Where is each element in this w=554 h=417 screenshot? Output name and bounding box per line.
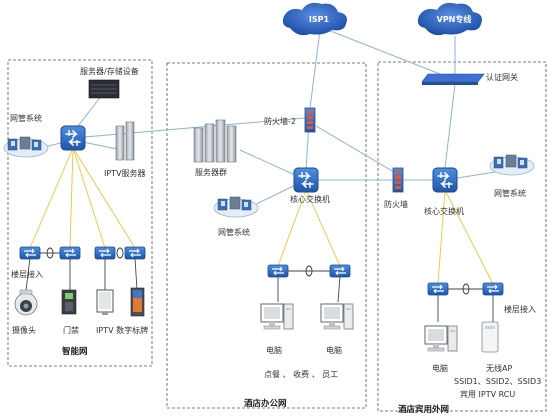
iptv-signage-label: IPTV 数字标牌 <box>96 325 148 335</box>
smart-core-switch-icon <box>60 125 86 151</box>
nms-left-label: 网管系统 <box>10 113 42 123</box>
office-access-switch-1 <box>267 264 289 278</box>
camera-icon <box>14 289 38 316</box>
nms-guest-label: 网管系统 <box>494 188 526 198</box>
nms-office-label: 网管系统 <box>218 227 250 237</box>
guest-core-switch-icon <box>432 167 458 193</box>
smart-access-switch-2 <box>59 246 81 260</box>
guest-access-switch-1 <box>427 282 449 296</box>
firewall-icon <box>392 167 404 193</box>
ssid-line-2: 宾用 IPTV RCU <box>460 389 515 399</box>
storage-device: 服务器/存储设备 <box>80 66 139 99</box>
ssid-line-1: SSID1、SSID2、SSID3 <box>454 377 541 386</box>
firewall-label: 防火墙 <box>384 199 408 209</box>
floor-access-left-label: 楼层接入 <box>11 269 43 279</box>
iptv-server-icon <box>115 121 135 161</box>
zone-smart-border <box>7 59 153 367</box>
guest-core-switch-label: 核心交换机 <box>424 206 464 216</box>
nms-guest-icon <box>489 154 535 176</box>
isp-cloud: ISP1 <box>282 2 347 36</box>
isp-label: ISP1 <box>309 15 330 24</box>
wireless-ap-label: 无线AP <box>486 363 512 373</box>
office-pc-1-label: 电脑 <box>266 345 282 355</box>
smart-access-switch-4 <box>124 246 146 260</box>
zone-guest-label: 酒店宾用外网 <box>398 404 449 415</box>
firewall-2-icon <box>304 107 316 133</box>
office-pc-caption: 点餐 、 收费 、 员工 <box>264 369 338 379</box>
iptv-tv-icon <box>96 289 114 315</box>
door-access-icon <box>61 289 77 315</box>
vpn-label: VPN专线 <box>437 14 472 24</box>
floor-access-right-label: 楼层接入 <box>504 304 536 314</box>
server-group-icon <box>193 119 237 163</box>
guest-access-switch-2 <box>482 282 504 296</box>
office-pc-1-icon <box>260 303 294 330</box>
device-links <box>25 252 494 322</box>
nms-left-icon <box>3 136 49 158</box>
nms-office-icon <box>213 196 259 218</box>
storage-label: 服务器/存储设备 <box>80 66 139 76</box>
zone-office-border <box>166 62 367 409</box>
server-group-label: 服务器群 <box>195 167 227 177</box>
office-core-switch-label: 核心交换机 <box>290 194 330 204</box>
door-label: 门禁 <box>63 325 79 335</box>
iptv-server-label: IPTV服务器 <box>104 168 146 178</box>
firewall-2-label: 防火墙-2 <box>264 116 296 126</box>
office-core-switch-icon <box>293 167 319 193</box>
smart-access-switch-3 <box>94 246 116 260</box>
yellow-links <box>29 147 494 285</box>
zone-smart-label: 智能网 <box>61 346 88 357</box>
auth-gateway-device: 认证网关 <box>421 72 518 85</box>
office-pc-2-label: 电脑 <box>326 345 342 355</box>
guest-pc-label: 电脑 <box>432 363 448 373</box>
digital-signage-icon <box>130 287 145 317</box>
guest-pc-icon <box>424 325 458 352</box>
link-loops <box>46 247 470 295</box>
office-access-switch-2 <box>329 264 351 278</box>
camera-label: 摄像头 <box>12 325 36 335</box>
wireless-ap-icon <box>481 321 499 353</box>
zone-guest-border <box>377 61 547 412</box>
auth-gateway-label: 认证网关 <box>486 72 518 82</box>
vpn-cloud: VPN专线 <box>417 2 482 36</box>
smart-access-switch-1 <box>19 246 41 260</box>
office-pc-2-icon <box>320 303 354 330</box>
zone-office-label: 酒店办公网 <box>244 398 287 409</box>
